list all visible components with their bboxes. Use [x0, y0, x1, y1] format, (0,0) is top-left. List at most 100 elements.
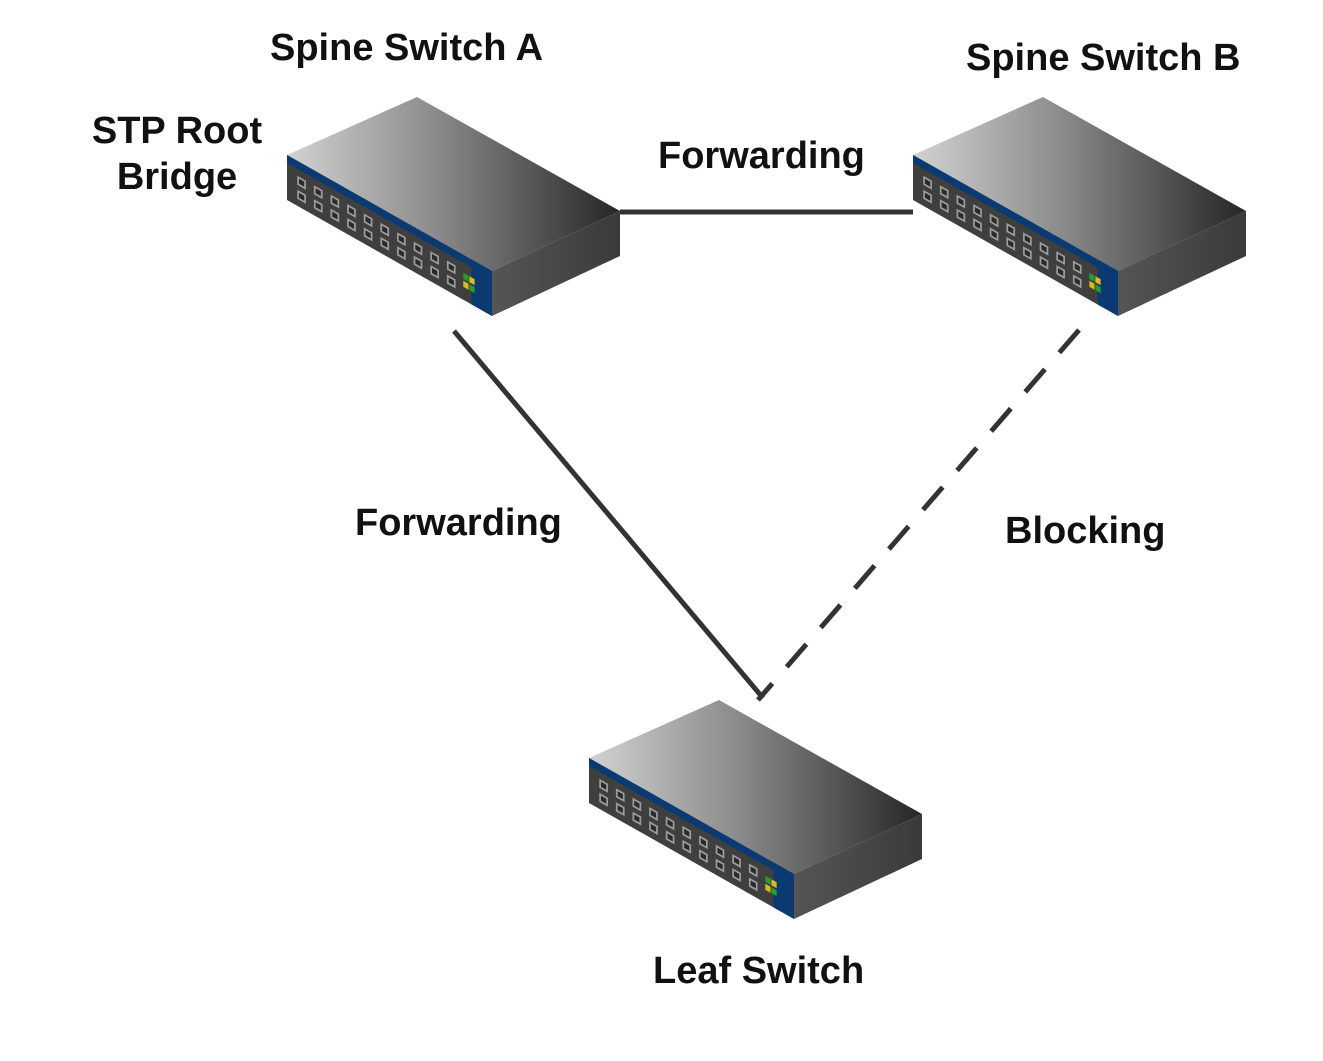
ethernet-port-socket	[924, 192, 931, 201]
switch-top-face	[287, 97, 620, 271]
status-led	[1095, 276, 1101, 286]
link-spine-a-leaf-state: Forwarding	[355, 502, 562, 544]
ethernet-port-socket	[667, 819, 673, 828]
ethernet-port-socket	[1024, 249, 1030, 258]
spine-switch-a-icon	[287, 97, 620, 316]
status-led	[771, 887, 777, 897]
status-led	[469, 276, 475, 286]
ethernet-port-socket	[600, 781, 607, 790]
ethernet-port-socket	[650, 824, 657, 832]
switch-top-face	[589, 700, 922, 874]
ethernet-port-socket	[750, 880, 756, 889]
ethernet-port-socket	[432, 268, 438, 277]
ethernet-port-socket	[991, 216, 997, 225]
ethernet-port-socket	[1008, 239, 1014, 248]
switch-top-face	[913, 97, 1246, 271]
ethernet-port-socket	[415, 258, 421, 267]
status-led	[771, 879, 777, 889]
switch-side-face	[492, 211, 620, 316]
status-led	[765, 875, 771, 885]
ethernet-port-socket	[348, 221, 355, 229]
ethernet-port-socket	[924, 178, 931, 187]
link-spine-b-leaf-state: Blocking	[1005, 510, 1166, 552]
status-led	[463, 272, 469, 282]
ethernet-port-socket	[958, 197, 964, 206]
ethernet-port-socket	[1041, 258, 1047, 267]
ethernet-port-socket	[1074, 263, 1080, 272]
stp-root-bridge-line2: Bridge	[116, 156, 238, 198]
ethernet-port-socket	[974, 207, 981, 215]
ethernet-port-socket	[667, 833, 673, 842]
link-spine-a-leaf	[452, 329, 765, 700]
status-led	[765, 883, 771, 893]
ethernet-port-socket	[448, 277, 454, 286]
spine-switch-b-label: Spine Switch B	[966, 37, 1241, 79]
ethernet-port-socket	[700, 838, 706, 847]
switch-stripe-top	[913, 155, 1118, 279]
status-led	[1089, 280, 1095, 290]
ethernet-port-socket	[398, 249, 404, 258]
switch-front-face	[589, 758, 794, 919]
link-spine-b-leaf	[756, 328, 1081, 702]
ethernet-port-socket	[617, 791, 623, 800]
ethernet-port-socket	[1041, 244, 1047, 253]
ethernet-port-socket	[365, 230, 371, 239]
switch-stripe-end	[773, 862, 794, 919]
ethernet-port-socket	[382, 225, 388, 234]
ethernet-port-socket	[941, 188, 947, 197]
ethernet-port-socket	[750, 866, 756, 875]
ethernet-port-socket	[700, 852, 706, 861]
status-led	[1089, 272, 1095, 282]
leaf-switch-label: Leaf Switch	[653, 950, 865, 992]
ethernet-port-socket	[717, 861, 723, 870]
ethernet-port-socket	[1074, 277, 1080, 286]
stp-root-bridge-line1: STP Root	[91, 110, 263, 152]
ethernet-port-socket	[332, 197, 338, 206]
ethernet-port-socket	[734, 871, 740, 880]
ethernet-port-socket	[634, 800, 640, 809]
status-led	[463, 280, 469, 290]
ethernet-port-socket	[1058, 268, 1064, 277]
switch-front-face	[287, 155, 492, 316]
ethernet-port-socket	[734, 857, 740, 866]
status-led	[469, 284, 475, 294]
stp-root-bridge-label: STP Root Bridge	[72, 108, 282, 200]
ethernet-port-socket	[315, 202, 321, 211]
ethernet-port-socket	[298, 178, 305, 187]
leaf-switch-icon	[589, 700, 922, 919]
ethernet-port-socket	[332, 211, 338, 220]
ethernet-port-socket	[684, 828, 690, 837]
ethernet-port-socket	[717, 847, 723, 856]
ethernet-port-socket	[415, 244, 421, 253]
ethernet-port-socket	[958, 211, 964, 220]
ethernet-port-socket	[448, 263, 454, 272]
ethernet-port-socket	[634, 814, 640, 823]
ethernet-port-socket	[432, 254, 438, 263]
ethernet-port-socket	[684, 842, 690, 851]
ethernet-port-socket	[315, 188, 321, 197]
ethernet-port-socket	[650, 810, 657, 818]
ethernet-port-socket	[974, 221, 981, 229]
ethernet-port-socket	[600, 795, 607, 804]
switch-front-face	[913, 155, 1118, 316]
spine-switch-b-icon	[913, 97, 1246, 316]
ethernet-port-socket	[298, 192, 305, 201]
switch-stripe-end	[1097, 259, 1118, 316]
ethernet-port-socket	[382, 239, 388, 248]
ethernet-port-socket	[398, 235, 404, 244]
status-led	[1095, 284, 1101, 294]
spine-switch-a-label: Spine Switch A	[270, 27, 544, 69]
ethernet-port-socket	[1058, 254, 1064, 263]
ethernet-port-socket	[348, 207, 355, 215]
link-spine-a-spine-b-state: Forwarding	[658, 135, 865, 177]
ethernet-port-socket	[991, 230, 997, 239]
switch-stripe-top	[287, 155, 492, 279]
switch-stripe-top	[589, 758, 794, 882]
ethernet-port-socket	[365, 216, 371, 225]
ethernet-port-socket	[1008, 225, 1014, 234]
ethernet-port-socket	[941, 202, 947, 211]
switch-stripe-end	[471, 259, 492, 316]
ethernet-port-socket	[617, 805, 623, 814]
